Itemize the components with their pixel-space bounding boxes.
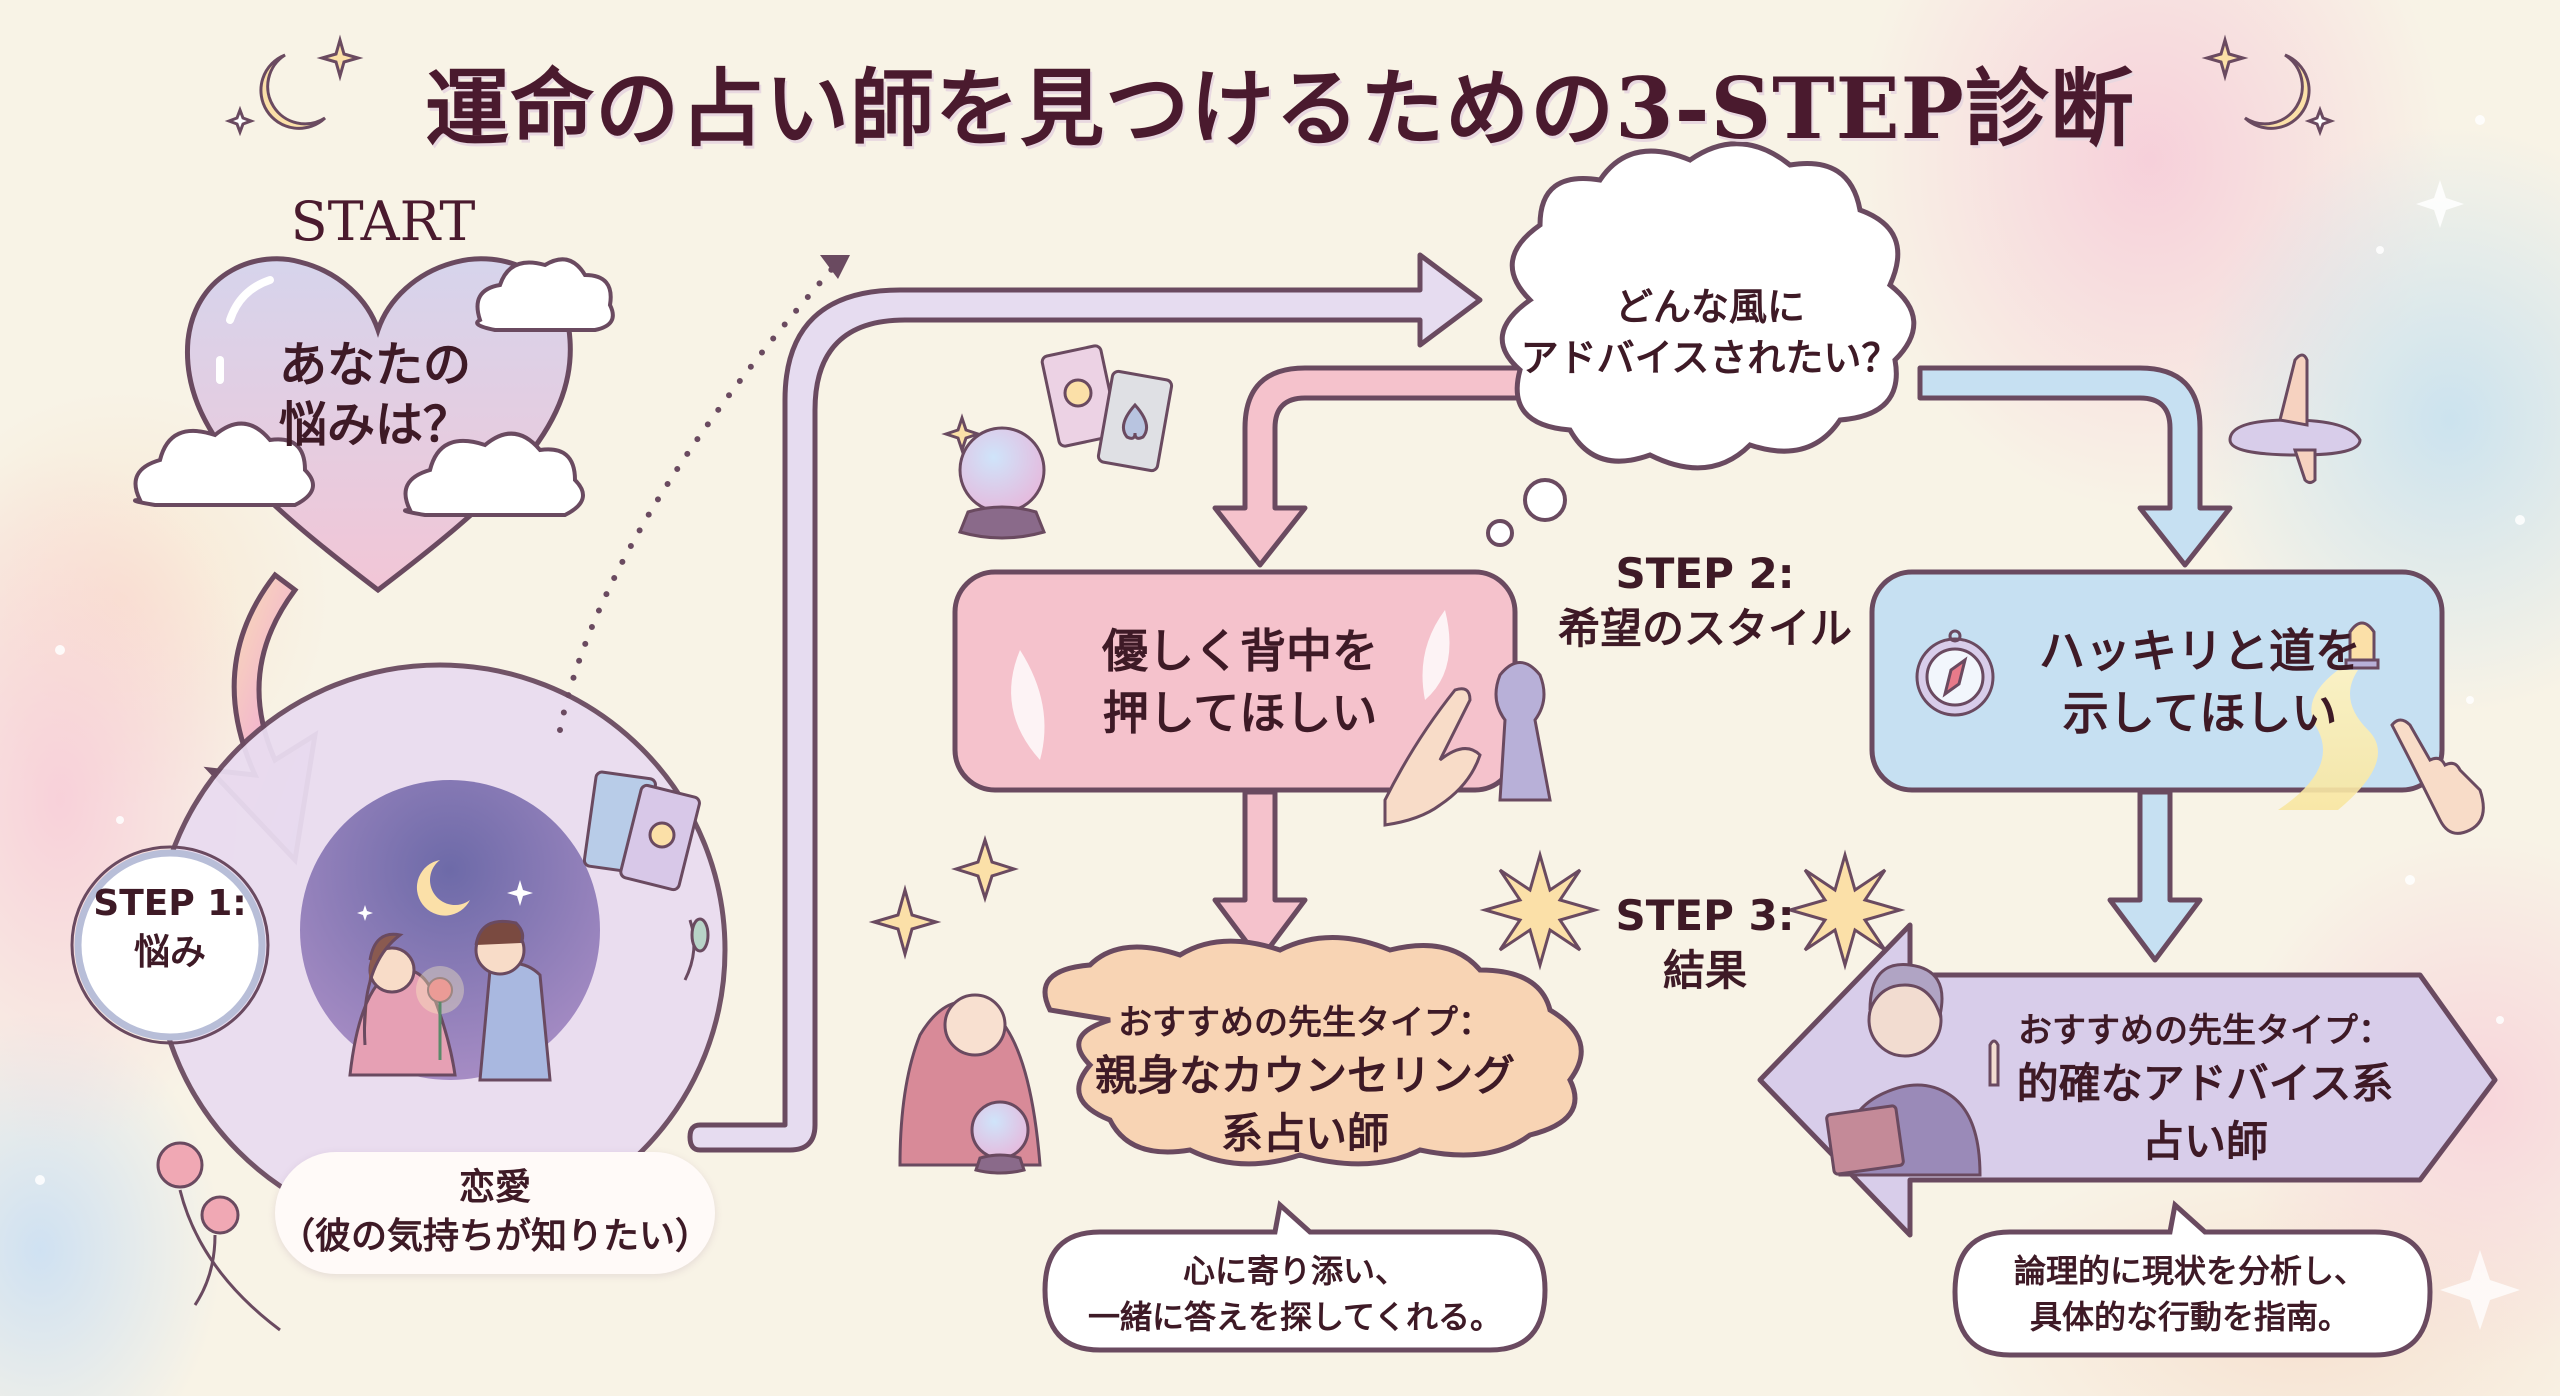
counseling-result-heading: おすすめの先生タイプ：: [1118, 1003, 1492, 1043]
hand-gesture-icon: [2228, 353, 2362, 484]
counseling-description-bubble: [1042, 1200, 1548, 1353]
step1-label-circle: [74, 849, 266, 1041]
counselor-fortune-teller-illustration: [898, 993, 1042, 1175]
step1-answer-line1: 恋愛: [458, 1167, 531, 1209]
dotted-path: [557, 257, 843, 733]
feather-icon: [1011, 610, 1450, 760]
tarot-cards-top-icon: [1040, 344, 1174, 473]
glowing-path-icon: [2278, 670, 2378, 810]
step2-question-line2: アドバイスされたい？: [1520, 336, 1900, 381]
main-route-arrow: [687, 252, 1483, 1153]
step1-label: STEP 1: 悩み: [80, 880, 260, 977]
clear-option-text: ハッキリと道を 示してほしい: [2030, 620, 2370, 744]
advice-result-heading: おすすめの先生タイプ：: [2018, 1011, 2392, 1051]
rose-flowers-icon: [156, 917, 710, 1332]
counseling-result-cloud: [1042, 935, 1584, 1167]
start-label: START: [290, 190, 476, 253]
clear-option-line2: 示してほしい: [2062, 686, 2338, 741]
background-sparkles: [35, 115, 2525, 1330]
counseling-result-text: おすすめの先生タイプ： 親身なカウンセリング 系占い師: [1080, 1000, 1530, 1163]
advice-result-text: おすすめの先生タイプ： 的確なアドバイス系 占い師: [1990, 1008, 2420, 1171]
start-question-line2: 悩みは？: [278, 397, 471, 453]
pointing-hand-icon: [2390, 718, 2485, 835]
advice-description-line2: 具体的な行動を指南。: [2029, 1298, 2350, 1337]
step1-answer-pill: 恋愛 （彼の気持ちが知りたい）: [275, 1152, 715, 1274]
step1-label-line2: 悩み: [133, 931, 206, 973]
counseling-description: 心に寄り添い、 一緒に答えを探してくれる。: [1060, 1248, 1530, 1341]
light-beacon-icon: [2344, 621, 2380, 670]
step2-question-line1: どんな風に: [1614, 285, 1805, 329]
couple-illustration: [300, 780, 600, 1082]
step2-label-line2: 希望のスタイル: [1557, 604, 1852, 654]
question-cloud: [1486, 141, 1917, 547]
step1-label-line1: STEP 1:: [93, 883, 247, 924]
step3-label-line2: 結果: [1662, 946, 1747, 996]
advice-description-line1: 論理的に現状を分析し、: [2013, 1252, 2366, 1290]
step2-question: どんな風に アドバイスされたい？: [1510, 282, 1910, 385]
counseling-result-type-line1: 親身なカウンセリング: [1094, 1050, 1515, 1100]
helping-hand-icon: [1383, 661, 1552, 827]
advice-description-bubble: [1952, 1200, 2433, 1358]
page-title: 運命の占い師を見つけるための3-STEP診断: [425, 59, 2135, 158]
crystal-ball-icon: [941, 413, 1047, 540]
start-question-line1: あなたの: [278, 337, 471, 393]
title-moon-right-icon: [2201, 34, 2336, 137]
dotted-path-arrowhead: [820, 255, 850, 279]
step3-label-line1: STEP 3:: [1615, 891, 1795, 940]
step2-label-line1: STEP 2:: [1615, 549, 1795, 598]
step3-label: STEP 3: 結果: [1580, 888, 1830, 999]
title-moon-left-icon: [224, 34, 364, 137]
counseling-description-line2: 一緒に答えを探してくれる。: [1087, 1298, 1503, 1337]
advice-result-type-line2: 占い師: [2141, 1116, 2268, 1166]
cloud-icon: [133, 257, 615, 517]
pink-result-arrow: [1212, 789, 1308, 963]
pink-branch-arrow: [1212, 365, 1533, 568]
blue-result-arrow: [2107, 789, 2203, 963]
step2-label: STEP 2: 希望のスタイル: [1555, 546, 1855, 657]
gentle-option-line2: 押してほしい: [1102, 686, 1378, 741]
tarot-cards-icon: [582, 770, 701, 892]
gentle-option-line1: 優しく背中を: [1102, 624, 1378, 678]
counseling-result-type-line2: 系占い師: [1220, 1108, 1389, 1158]
step1-answer-line2: （彼の気持ちが知りたい）: [278, 1216, 711, 1257]
gentle-option-text: 優しく背中を 押してほしい: [1040, 620, 1440, 744]
clear-option-line1: ハッキリと道を: [2039, 624, 2361, 678]
advice-description: 論理的に現状を分析し、 具体的な行動を指南。: [1960, 1248, 2420, 1341]
start-question: あなたの 悩みは？: [220, 335, 530, 455]
blue-branch-arrow: [1917, 365, 2233, 568]
step3-star-icon: [868, 835, 1906, 971]
counseling-description-line1: 心に寄り添い、: [1182, 1252, 1407, 1290]
advice-result-type-line1: 的確なアドバイス系: [2016, 1058, 2394, 1108]
compass-icon: [1915, 629, 1995, 717]
advisor-fortune-teller-illustration: [1825, 963, 2000, 1177]
